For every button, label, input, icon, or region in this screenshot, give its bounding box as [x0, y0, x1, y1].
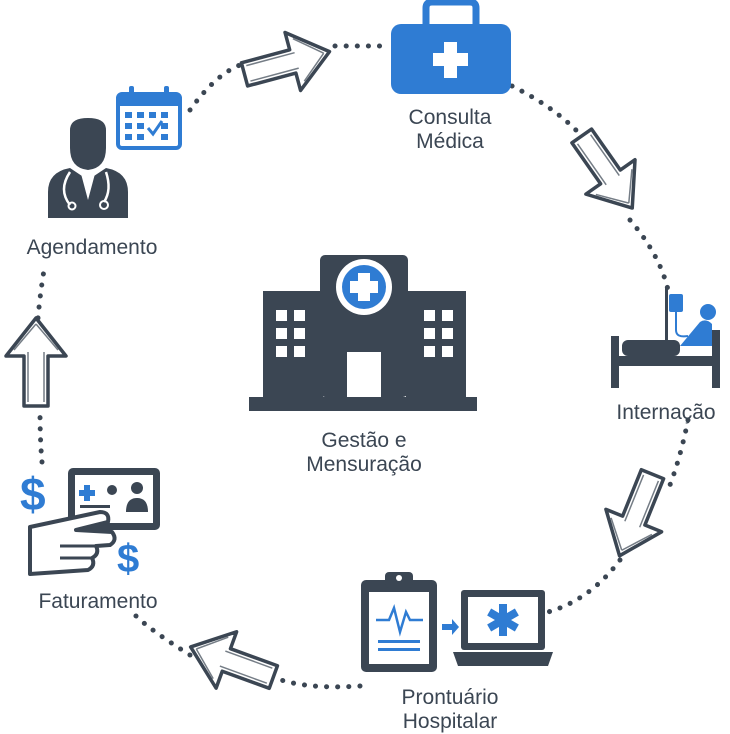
- arrow-faturamento-to-agendamento: [4, 316, 68, 408]
- center-title-line1: Gestão e: [321, 429, 407, 452]
- internacao-text: Internação: [616, 401, 716, 424]
- laptop-icon: [453, 590, 553, 666]
- clipboard-icon: [361, 572, 437, 672]
- faturamento-text: Faturamento: [38, 590, 158, 613]
- doctor-icon: [48, 118, 128, 218]
- prontuario-line2: Hospitalar: [402, 710, 498, 733]
- agendamento-text: Agendamento: [26, 236, 158, 259]
- svg-text:$: $: [20, 468, 46, 520]
- svg-text:$: $: [117, 537, 139, 581]
- hand-card-icon: [28, 468, 160, 576]
- center-title-line2: Mensuração: [306, 453, 422, 476]
- step-label-consulta: Consulta Médica: [380, 106, 520, 154]
- dotted-connectors: [35, 43, 691, 690]
- step-label-agendamento: Agendamento: [6, 236, 178, 260]
- arrow-consulta-to-internacao: [555, 117, 659, 227]
- consulta-line2: Médica: [416, 130, 484, 153]
- dollar-icon: $ $: [20, 468, 139, 581]
- step-label-internacao: Internação: [604, 401, 728, 425]
- center-title: Gestão e Mensuração: [284, 429, 444, 477]
- calendar-icon: [116, 86, 182, 150]
- consulta-line1: Consulta: [408, 106, 492, 129]
- small-arrow-icon: [442, 619, 459, 635]
- step-label-faturamento: Faturamento: [18, 590, 178, 614]
- arrow-prontuario-to-faturamento: [178, 617, 286, 707]
- medical-kit-icon: [391, 0, 511, 94]
- arrow-agendamento-to-consulta: [234, 20, 340, 106]
- arrow-internacao-to-prontuario: [589, 461, 683, 569]
- prontuario-line1: Prontuário: [401, 686, 499, 709]
- hospital-icon: [249, 255, 477, 411]
- step-label-prontuario: Prontuário Hospitalar: [380, 686, 520, 734]
- hospital-bed-icon: [611, 288, 720, 388]
